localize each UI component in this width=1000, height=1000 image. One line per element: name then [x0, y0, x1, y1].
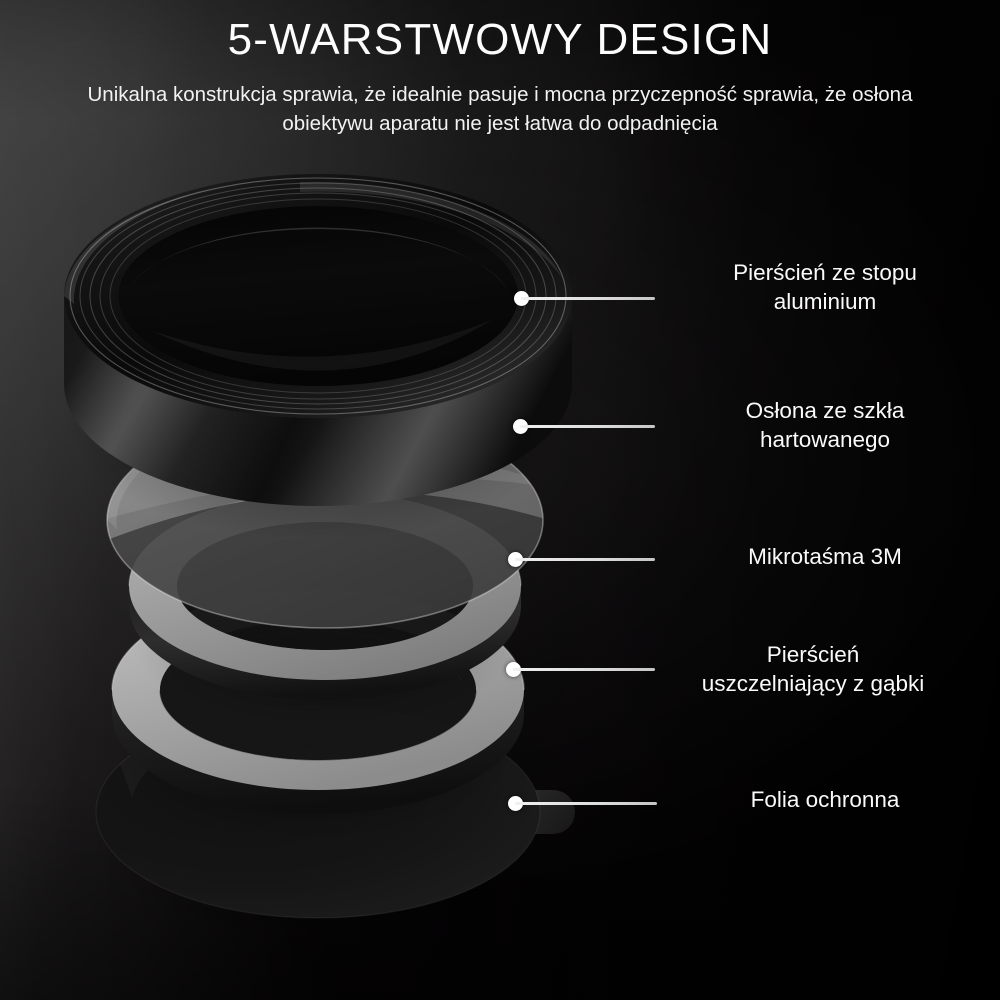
page-title: 5-WARSTWOWY DESIGN	[227, 15, 773, 64]
callout-label-3m-tape: Mikrotaśma 3M	[748, 544, 902, 569]
page-subtitle: Unikalna konstrukcja sprawia, że idealni…	[87, 83, 913, 136]
callout-leader-line	[513, 668, 655, 671]
layer-aluminium-ring	[63, 173, 573, 540]
callout-label-sponge-ring: Pierścień uszczelniający z gąbki	[701, 642, 925, 697]
callout-label-protective-film: Folia ochronna	[750, 787, 900, 812]
callout-leader-line	[520, 425, 655, 428]
callout-leader-line	[521, 297, 655, 300]
callout-label-tempered-glass: Osłona ze szkła hartowanego	[745, 398, 905, 453]
callout-leader-line	[515, 802, 657, 805]
callout-leader-line	[515, 558, 655, 561]
callout-label-aluminium-ring: Pierścień ze stopu aluminium	[733, 260, 917, 315]
header: 5-WARSTWOWY DESIGN Unikalna konstrukcja …	[0, 18, 1000, 138]
